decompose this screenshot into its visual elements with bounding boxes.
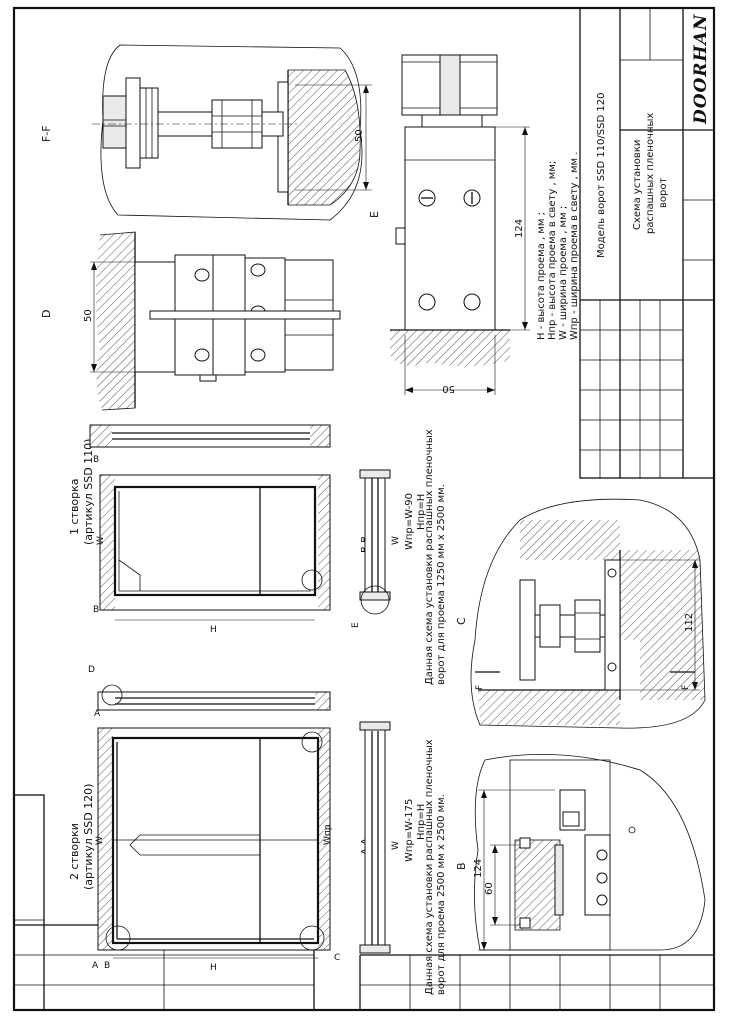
label-f-right: F xyxy=(681,685,691,690)
label-d: D xyxy=(40,310,53,318)
dim-b-60: 60 xyxy=(484,882,495,895)
description-line-3: ворот xyxy=(658,178,669,208)
one-leaf-heading: 1 створка xyxy=(68,478,81,535)
dim-e-124: 124 xyxy=(514,219,525,238)
dim-e-50: 50 xyxy=(442,383,455,394)
label-b-top: B xyxy=(93,455,99,465)
label-e: E xyxy=(368,211,381,218)
dim-ff-50: 50 xyxy=(354,129,365,142)
legend-line-2: Hпр - высота проема в свету , мм; xyxy=(547,161,558,340)
two-leaf-note-1: Данная схема установки распашных пленочн… xyxy=(424,739,435,995)
view-b: B 124 60 xyxy=(455,753,706,951)
two-leaf-formula-h: Hпр=H xyxy=(416,804,427,840)
label-h-two: H xyxy=(210,963,217,973)
label-ff: F-F xyxy=(40,125,53,142)
view-two-leaf: 2 створки (артикул SSD 120) D A W Wпр A … xyxy=(68,665,447,995)
label-w-aa: W xyxy=(391,841,401,850)
two-leaf-note-2: ворот для проема 2500 мм х 2500 мм. xyxy=(436,794,447,995)
view-d: D 50 xyxy=(40,231,341,411)
description-line-1: Схема установки xyxy=(632,140,643,230)
label-b-view: B xyxy=(455,862,468,870)
one-leaf-note-2: ворот для проема 1250 мм х 2500 мм. xyxy=(436,484,447,685)
one-leaf-article: (артикул SSD 110) xyxy=(82,439,95,545)
label-f-left: F xyxy=(475,685,485,690)
label-e-ref: E xyxy=(351,622,361,628)
two-leaf-heading: 2 створки xyxy=(68,823,81,880)
label-w-one: W xyxy=(96,536,106,545)
model-text: Модель ворот SSD 110/SSD 120 xyxy=(596,93,607,258)
view-e: E 124 50 xyxy=(368,54,530,395)
view-ff: 50 F-F xyxy=(40,44,372,221)
label-a-top: A xyxy=(94,709,101,719)
label-c-two: C xyxy=(334,953,340,963)
description-line-2: распашных пленочных xyxy=(645,113,656,234)
one-leaf-formula-w: Wпр=W-90 xyxy=(404,493,415,550)
two-leaf-article: (артикул SSD 120) xyxy=(82,784,95,890)
label-b-two: B xyxy=(104,961,110,971)
view-c: C 112 F F xyxy=(455,498,706,729)
title-block: Модель ворот SSD 110/SSD 120 Схема устан… xyxy=(579,7,715,479)
dim-c-112: 112 xyxy=(684,613,695,632)
dim-d-50: 50 xyxy=(83,309,94,322)
brand-logo: DOORHAN xyxy=(691,13,711,125)
label-wpr-two: Wпр xyxy=(323,824,333,845)
legend: H - высота проема , мм ; Hпр - высота пр… xyxy=(536,152,580,340)
legend-line-3: W - ширина проема , мм ; xyxy=(558,206,569,340)
two-leaf-formula-w: Wпр=W-175 xyxy=(404,799,415,862)
one-leaf-formula-h: Hпр=H xyxy=(416,494,427,530)
label-w-bb: W xyxy=(391,536,401,545)
label-a-two: A xyxy=(92,961,99,971)
dim-b-124: 124 xyxy=(473,859,484,878)
one-leaf-note-1: Данная схема установки распашных пленочн… xyxy=(424,429,435,685)
view-one-leaf: 1 створка (артикул SSD 110) B W B H B-B … xyxy=(68,424,447,685)
label-d-ref: D xyxy=(88,665,95,675)
label-b-one: B xyxy=(93,605,99,615)
legend-line-1: H - высота проема , мм ; xyxy=(536,212,547,340)
label-c: C xyxy=(455,617,468,625)
label-w-two: W xyxy=(95,836,105,845)
legend-line-4: Wпр - ширина проема в свету , мм . xyxy=(569,152,580,340)
label-h-one: H xyxy=(210,625,217,635)
